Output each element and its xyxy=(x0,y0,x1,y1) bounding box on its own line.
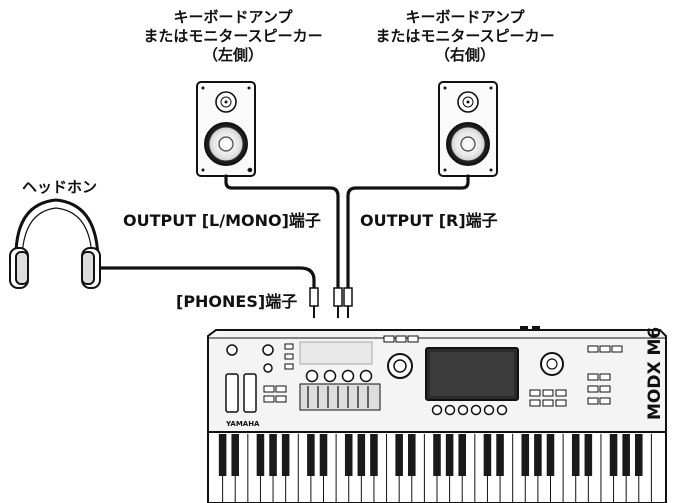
black-key xyxy=(622,434,630,476)
black-key xyxy=(521,434,530,476)
right-speaker-caption-line2: またはモニタースピーカー xyxy=(375,27,555,45)
right-speaker-caption: キーボードアンプ またはモニタースピーカー （右側） xyxy=(355,8,575,65)
left-speaker-caption: キーボードアンプ またはモニタースピーカー （左側） xyxy=(123,8,343,65)
right-speaker-caption-line1: キーボードアンプ xyxy=(405,8,525,26)
right-speaker-icon xyxy=(438,81,498,177)
black-key xyxy=(370,434,378,476)
black-key xyxy=(496,434,504,476)
left-speaker-caption-line1: キーボードアンプ xyxy=(173,8,293,26)
black-key xyxy=(571,434,580,476)
black-key xyxy=(231,434,240,476)
right-speaker-caption-line3: （右側） xyxy=(434,46,495,64)
output-right-caption: OUTPUT [R]端子 xyxy=(360,211,498,230)
black-key xyxy=(269,434,277,476)
black-key xyxy=(357,434,366,476)
model-label: MODX M6 xyxy=(645,327,665,420)
black-key xyxy=(218,434,227,476)
left-speaker-icon xyxy=(196,81,256,177)
output-left-plug xyxy=(333,287,343,318)
headphones-icon xyxy=(9,198,101,289)
phones-cable xyxy=(90,266,316,292)
black-key xyxy=(407,434,416,476)
left-speaker-caption-line3: （左側） xyxy=(202,46,263,64)
black-key xyxy=(609,434,618,476)
output-left-caption: OUTPUT [L/MONO]端子 xyxy=(123,211,321,230)
left-speaker-caption-line2: またはモニタースピーカー xyxy=(143,27,323,45)
black-key xyxy=(395,434,403,476)
black-key xyxy=(344,434,353,476)
black-key xyxy=(307,434,315,476)
black-key xyxy=(634,434,643,476)
brand-label: YAMAHA xyxy=(225,420,260,428)
black-key xyxy=(546,434,555,476)
output-right-cable xyxy=(346,174,470,292)
phones-plug xyxy=(309,287,319,318)
headphones-caption: ヘッドホン xyxy=(22,178,98,196)
black-key xyxy=(445,434,454,476)
black-key xyxy=(433,434,441,476)
output-left-cable xyxy=(224,174,340,292)
black-key xyxy=(534,434,542,476)
output-right-plug xyxy=(343,287,353,318)
black-key xyxy=(584,434,593,476)
black-key xyxy=(319,434,328,476)
black-key xyxy=(458,434,467,476)
keyboard xyxy=(218,434,652,503)
phones-caption: [PHONES]端子 xyxy=(176,292,298,311)
black-key xyxy=(483,434,492,476)
synthesizer-icon: MODX M6 YAMAHA xyxy=(207,326,667,503)
black-key xyxy=(256,434,265,476)
black-key xyxy=(281,434,290,476)
